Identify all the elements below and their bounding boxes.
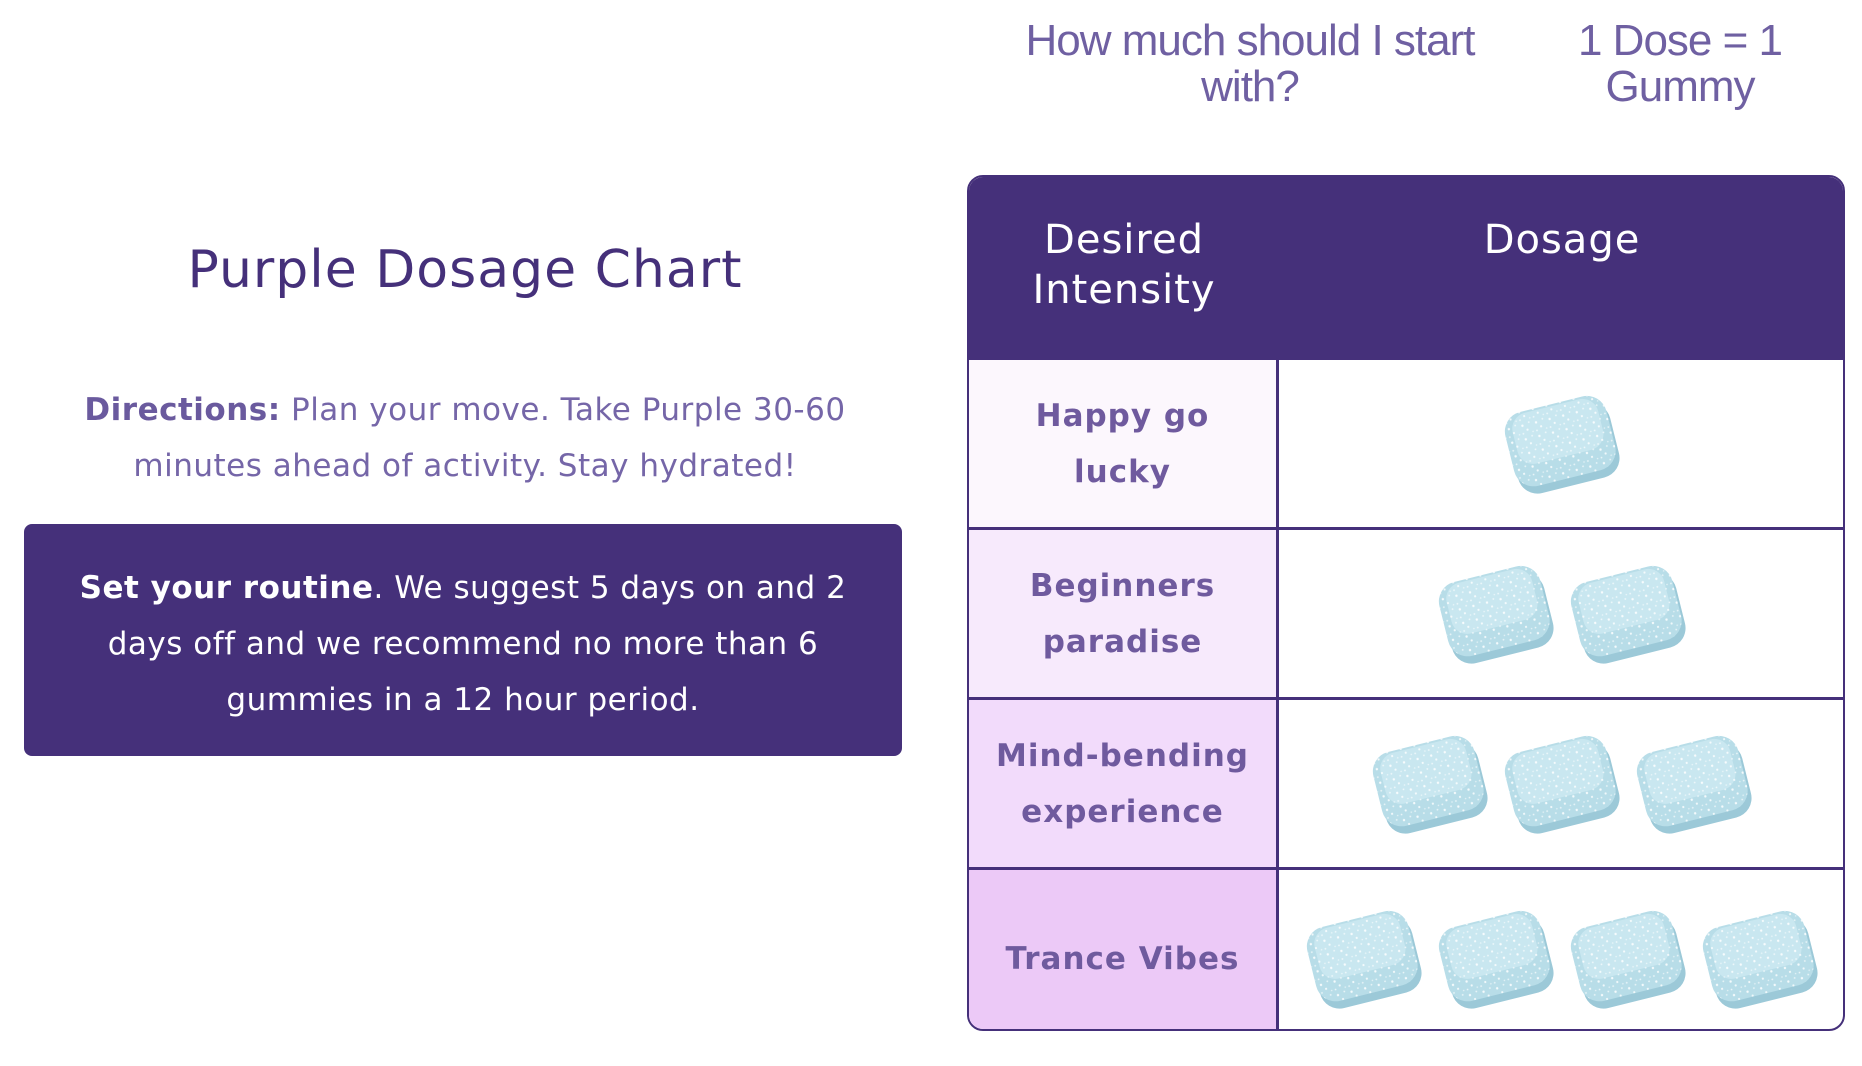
gummy-icon	[1438, 565, 1554, 664]
dosage-cell	[1279, 870, 1843, 1029]
chart-row: Mind-bending experience	[969, 697, 1843, 867]
intensity-label: Trance Vibes	[969, 870, 1279, 1029]
dosage-cell	[1279, 530, 1843, 697]
chart-row: Happy go lucky	[969, 357, 1843, 527]
directions-text: Directions: Plan your move. Take Purple …	[40, 382, 890, 494]
routine-body: . We suggest 5 days on and 2 days off an…	[107, 570, 847, 718]
gummy-icon	[1438, 910, 1554, 1009]
directions-label: Directions:	[84, 392, 281, 428]
gummy-icon	[1636, 735, 1752, 834]
gummy-icon	[1702, 910, 1818, 1009]
gummy-icon	[1504, 395, 1620, 494]
dosage-cell	[1279, 700, 1843, 867]
column-header-intensity: Desired Intensity	[1032, 217, 1216, 313]
gummy-icon	[1504, 735, 1620, 834]
gummy-icon	[1306, 910, 1422, 1009]
gummy-icon	[1570, 910, 1686, 1009]
chart-header: Desired Intensity Dosage	[969, 177, 1843, 357]
intensity-label: Mind-bending experience	[969, 700, 1279, 867]
routine-box: Set your routine. We suggest 5 days on a…	[24, 524, 902, 756]
dose-question-heading: How much should I start with?	[1025, 16, 1476, 111]
directions-body: Plan your move. Take Purple 30-60 minute…	[133, 392, 846, 484]
dose-equivalence-note: 1 Dose = 1 Gummy	[1577, 16, 1783, 111]
routine-label: Set your routine	[79, 570, 374, 606]
dosage-cell	[1279, 360, 1843, 527]
gummy-icon	[1372, 735, 1488, 834]
chart-row: Beginners paradise	[969, 527, 1843, 697]
intensity-label: Happy go lucky	[969, 360, 1279, 527]
chart-row: Trance Vibes	[969, 867, 1843, 1029]
page-title: Purple Dosage Chart	[187, 240, 743, 300]
gummy-icon	[1570, 565, 1686, 664]
column-header-dosage: Dosage	[1483, 217, 1641, 263]
intensity-label: Beginners paradise	[969, 530, 1279, 697]
